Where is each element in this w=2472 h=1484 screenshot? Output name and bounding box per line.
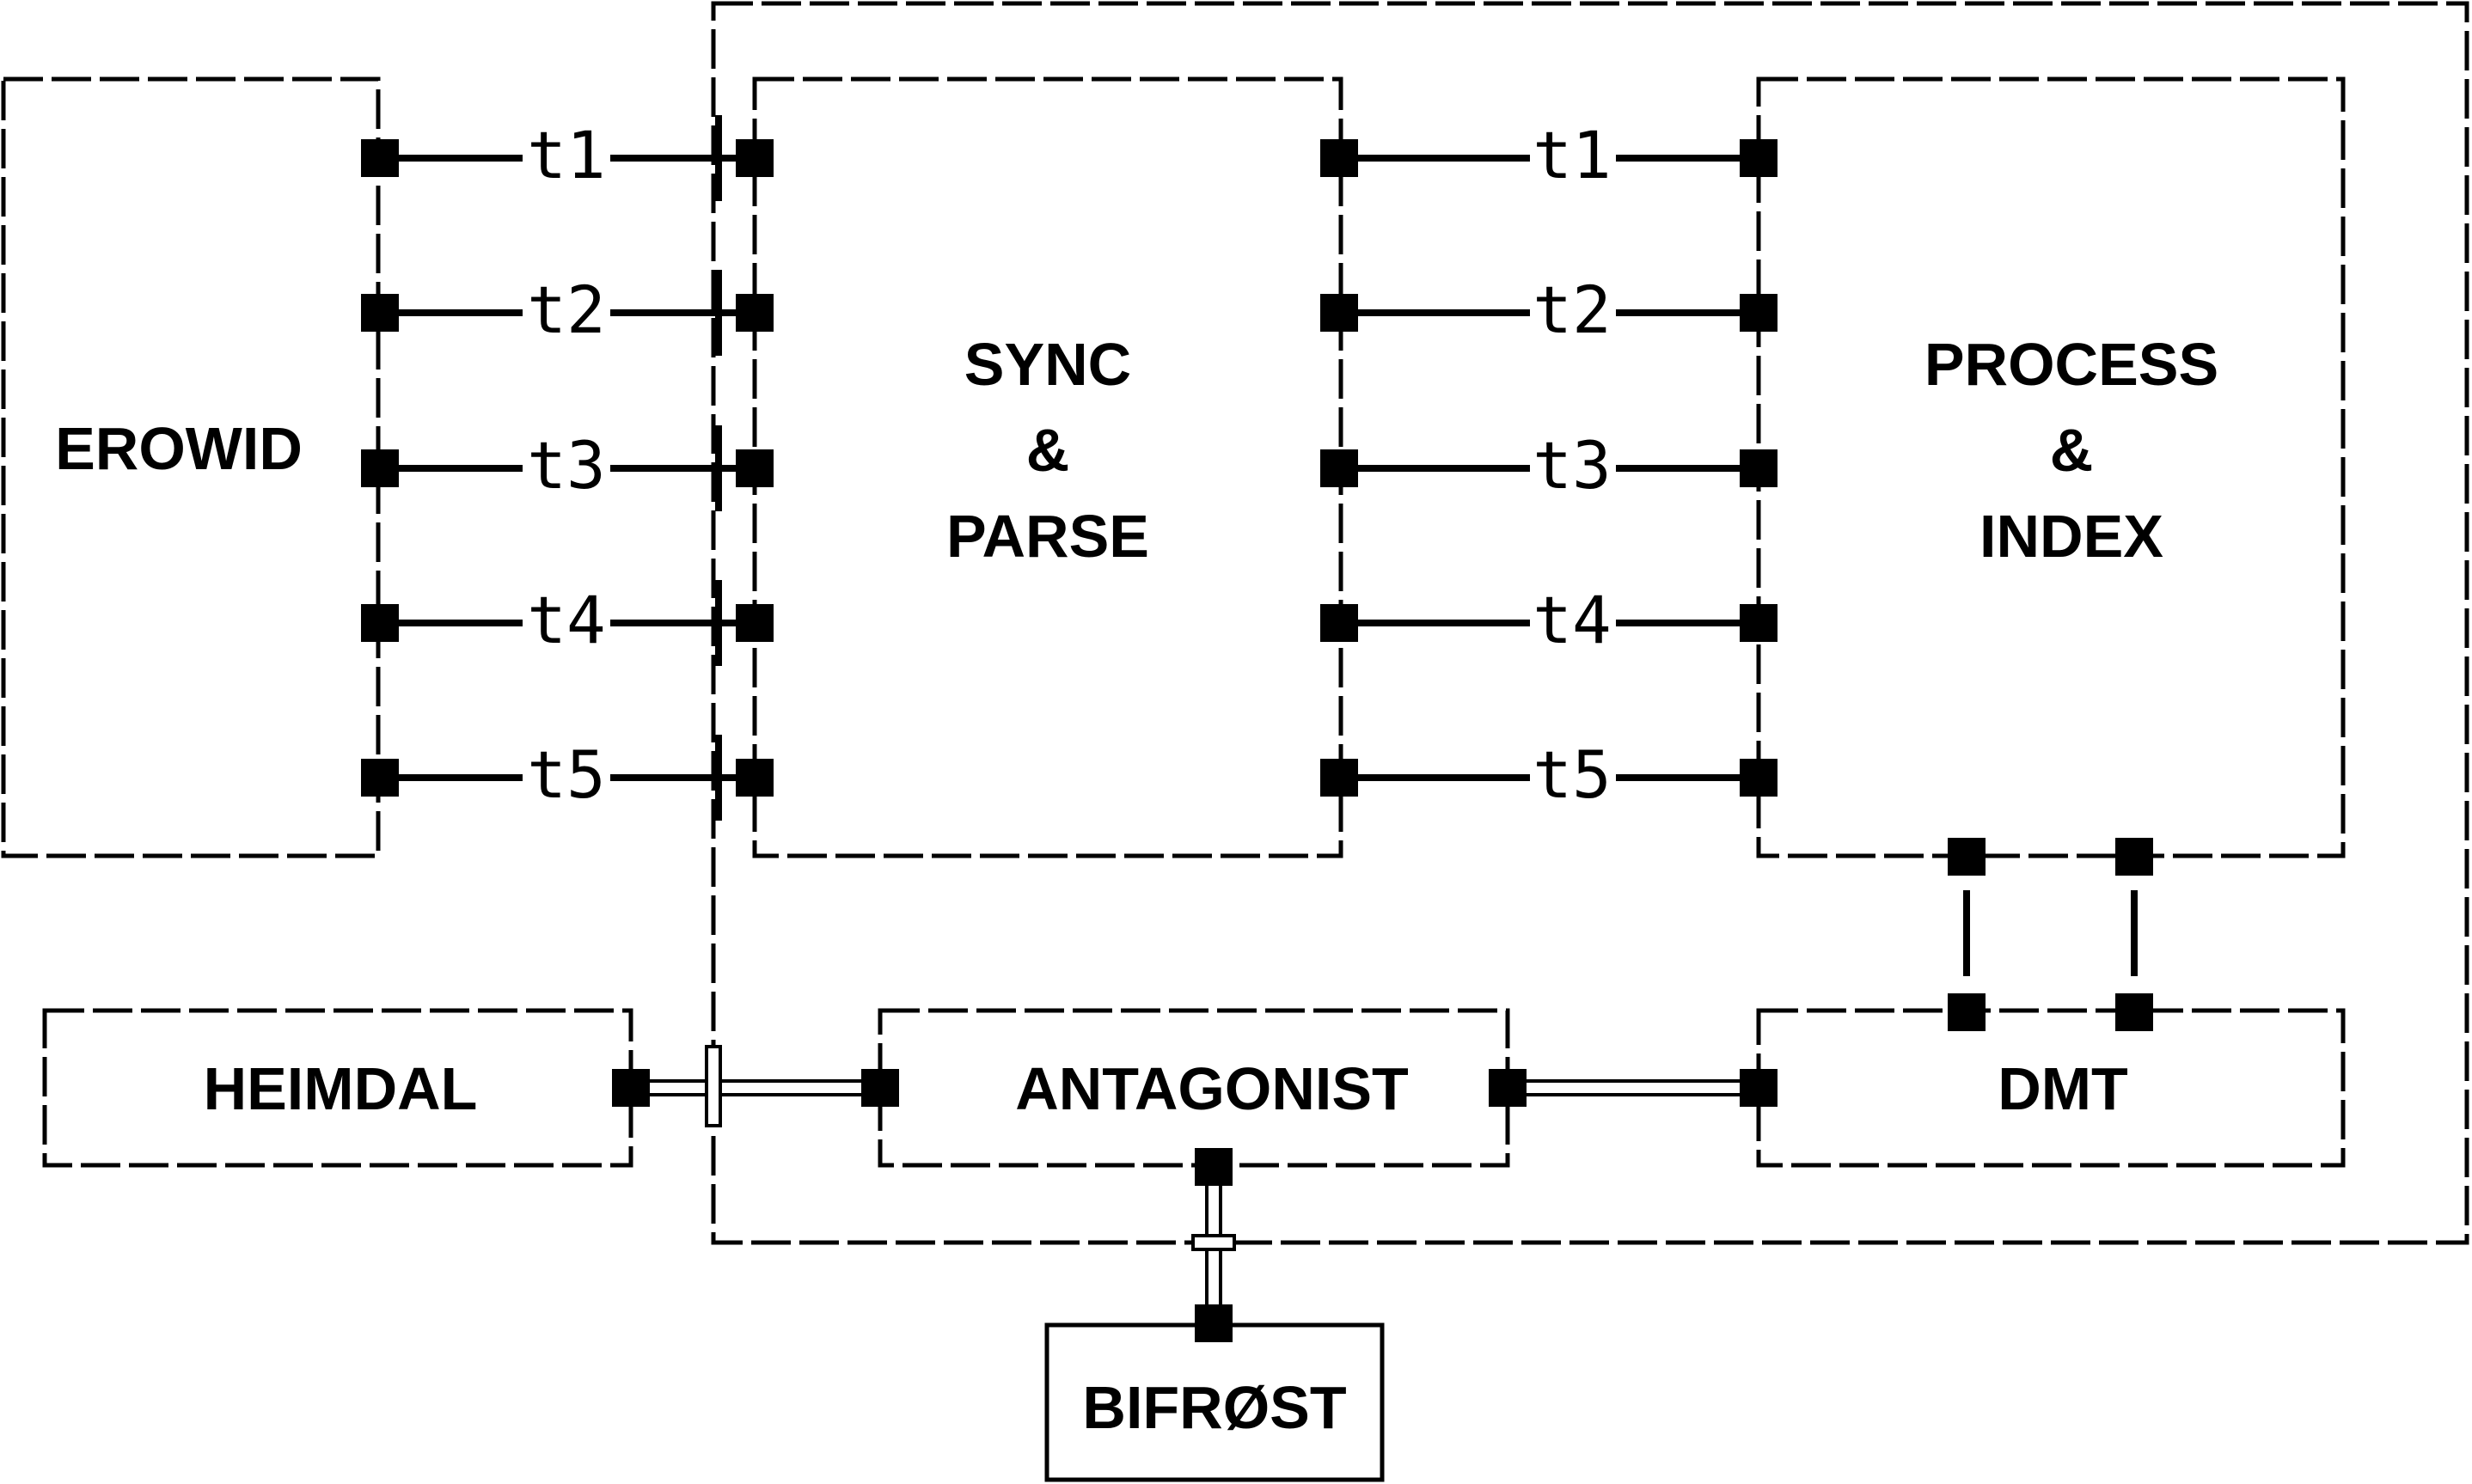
port <box>1320 449 1358 487</box>
port <box>1948 838 1986 876</box>
port <box>361 139 399 177</box>
port <box>861 1069 899 1107</box>
port <box>1320 294 1358 332</box>
channel-row-t2: t2 t2 <box>361 270 1778 356</box>
process-dmt-links <box>1948 838 2153 1031</box>
heimdal-label: HEIMDAL <box>204 1055 478 1122</box>
sync-label-line3: PARSE <box>946 503 1149 570</box>
port <box>1320 759 1358 797</box>
antagonist-dmt-link <box>1489 1069 1778 1107</box>
antagonist-bifrost-link <box>1191 1148 1236 1342</box>
process-label-line3: INDEX <box>1979 503 2163 570</box>
channel-label-left: t1 <box>527 117 606 193</box>
sync-label-line2: & <box>1026 417 1070 484</box>
channel-label-right: t5 <box>1533 736 1612 813</box>
port <box>736 449 774 487</box>
channel-label-left: t4 <box>527 582 606 658</box>
channel-row-t5: t5 t5 <box>361 735 1778 821</box>
erowid-label: EROWID <box>55 415 303 482</box>
port <box>736 759 774 797</box>
process-label-line1: PROCESS <box>1924 331 2218 398</box>
antagonist-label: ANTAGONIST <box>1015 1055 1409 1122</box>
port <box>1740 759 1778 797</box>
boundary-crossing-mark <box>1191 1234 1236 1251</box>
port <box>1195 1148 1233 1186</box>
channel-row-t1: t1 t1 <box>361 115 1778 201</box>
channel-row-t4: t4 t4 <box>361 580 1778 666</box>
port <box>361 294 399 332</box>
port <box>1740 604 1778 642</box>
port <box>1740 139 1778 177</box>
heimdal-antagonist-link <box>612 1045 899 1127</box>
port <box>1740 449 1778 487</box>
channel-label-right: t1 <box>1533 117 1612 193</box>
port <box>1320 139 1358 177</box>
channel-label-right: t3 <box>1533 427 1612 504</box>
port <box>1740 294 1778 332</box>
port <box>2115 993 2153 1031</box>
channel-label-left: t2 <box>527 272 606 348</box>
sync-label-line1: SYNC <box>964 331 1131 398</box>
port <box>361 449 399 487</box>
channel-label-right: t4 <box>1533 582 1612 658</box>
process-label-line2: & <box>2050 417 2094 484</box>
port <box>736 604 774 642</box>
channel-row-t3: t3 t3 <box>361 425 1778 511</box>
channel-label-right: t2 <box>1533 272 1612 348</box>
port <box>1320 604 1358 642</box>
boundary-crossing-mark <box>705 1045 722 1127</box>
port <box>1948 993 1986 1031</box>
port <box>1740 1069 1778 1107</box>
port <box>1489 1069 1527 1107</box>
channel-label-left: t3 <box>527 427 606 504</box>
dmt-label: DMT <box>1998 1055 2128 1122</box>
channel-label-left: t5 <box>527 736 606 813</box>
port <box>736 294 774 332</box>
port <box>361 604 399 642</box>
port <box>361 759 399 797</box>
port <box>1195 1304 1233 1342</box>
bifrost-label: BIFRØST <box>1082 1374 1346 1441</box>
port <box>2115 838 2153 876</box>
erowid-box <box>1 76 381 858</box>
port <box>736 139 774 177</box>
port <box>612 1069 650 1107</box>
